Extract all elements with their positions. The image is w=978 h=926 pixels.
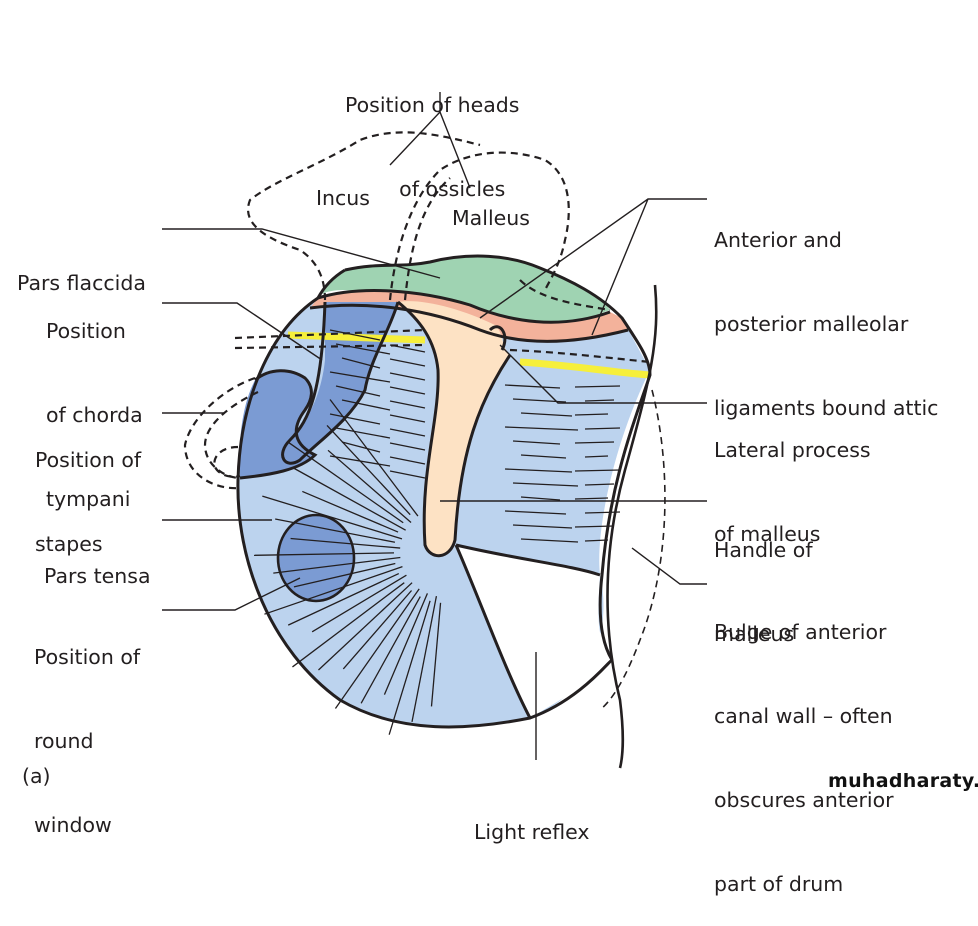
fiber-line — [264, 566, 403, 615]
radial-fibers — [254, 329, 621, 735]
fiber-line — [584, 483, 615, 486]
fiber-line — [383, 593, 429, 695]
fiber-line — [329, 329, 381, 341]
fiber-line — [302, 490, 399, 533]
fiber-line — [389, 414, 426, 423]
label-stapes: Position of stapes — [35, 448, 142, 556]
fiber-line — [584, 399, 615, 402]
label-chorda-tympani: Position of chorda tympani — [46, 319, 143, 511]
watermark: muhadharaty.com — [828, 770, 978, 792]
label-handle-of-malleus: Handle of malleus — [714, 538, 813, 646]
fiber-line — [411, 596, 438, 722]
pars-flaccida-region — [318, 256, 610, 331]
fiber-line — [389, 386, 426, 395]
leader-round-window — [162, 577, 301, 611]
stapes-region — [239, 370, 315, 478]
fiber-line — [584, 539, 609, 542]
fiber-line — [389, 372, 426, 381]
label-pars-tensa: Pars tensa — [44, 564, 151, 588]
anterior-wall-bulge-region — [456, 545, 612, 718]
leader-heads-of-ossicles — [389, 92, 471, 189]
fiber-line — [329, 413, 381, 425]
fiber-line — [584, 427, 621, 430]
fiber-line — [389, 428, 426, 437]
fiber-line — [329, 371, 391, 383]
fiber-line — [293, 467, 406, 531]
fiber-line — [311, 574, 407, 633]
fiber-line — [389, 358, 426, 367]
leader-malleolar-ligaments — [479, 198, 707, 336]
fiber-line — [335, 385, 381, 397]
leader-bulge — [631, 547, 707, 585]
label-bulge-canal-wall: Bulge of anterior canal wall – often obs… — [714, 620, 894, 896]
incus-label: Incus — [316, 186, 370, 210]
leader-pars-flaccida — [162, 228, 441, 279]
fiber-line — [574, 441, 615, 444]
fiber-line — [335, 427, 391, 439]
fiber-line — [329, 455, 391, 467]
fiber-line — [389, 442, 426, 451]
fiber-line — [574, 413, 609, 416]
fiber-line — [504, 426, 579, 431]
fiber-line — [341, 441, 381, 453]
leader-lateral-process — [499, 344, 707, 404]
chorda-tympani-anterior — [519, 358, 651, 379]
fiber-line — [504, 510, 567, 515]
fiber-line — [520, 412, 573, 417]
fiber-line — [293, 562, 396, 588]
fiber-line — [341, 357, 381, 369]
fiber-line — [334, 588, 420, 709]
panel-label: (a) — [22, 764, 51, 788]
label-lateral-process: Lateral process of malleus — [714, 438, 871, 546]
fiber-line — [287, 572, 400, 626]
label-round-window: Position of round window — [34, 645, 141, 837]
label-malleolar-ligaments: Anterior and posterior malleolar ligamen… — [714, 228, 939, 420]
fiber-line — [512, 524, 573, 529]
fiber-line — [574, 497, 609, 500]
label-heads-of-ossicles: Position of heads of ossicles — [345, 93, 520, 201]
label-pars-flaccida: Pars flaccida — [17, 271, 146, 295]
fiber-line — [326, 425, 411, 516]
fiber-line — [292, 582, 405, 668]
fiber-line — [341, 399, 391, 411]
fiber-line — [512, 440, 561, 445]
fiber-line — [574, 469, 621, 472]
fiber-line — [273, 556, 401, 574]
tympanic-membrane-diagram — [162, 92, 707, 769]
malleus-label: Malleus — [452, 206, 530, 230]
fiber-line — [288, 441, 404, 524]
fiber-line — [520, 496, 561, 501]
fiber-line — [584, 455, 609, 458]
fiber-line — [290, 537, 401, 549]
fiber-line — [574, 385, 621, 388]
fiber-line — [389, 456, 426, 465]
fiber-line — [504, 468, 573, 473]
fiber-line — [504, 384, 561, 389]
fiber-line — [388, 600, 431, 735]
leader-chorda-tympani — [162, 302, 323, 361]
fiber-line — [520, 454, 567, 459]
fiber-line — [512, 482, 579, 487]
posterior-fold-region — [282, 302, 398, 464]
fiber-line — [520, 538, 579, 543]
fiber-line — [360, 596, 421, 704]
fiber-line — [342, 590, 413, 670]
fiber-line — [389, 400, 426, 409]
label-light-reflex: Light reflex — [474, 820, 590, 844]
fiber-line — [327, 449, 412, 523]
fiber-line — [318, 582, 413, 671]
fiber-line — [389, 470, 426, 479]
fiber-line — [430, 602, 442, 707]
